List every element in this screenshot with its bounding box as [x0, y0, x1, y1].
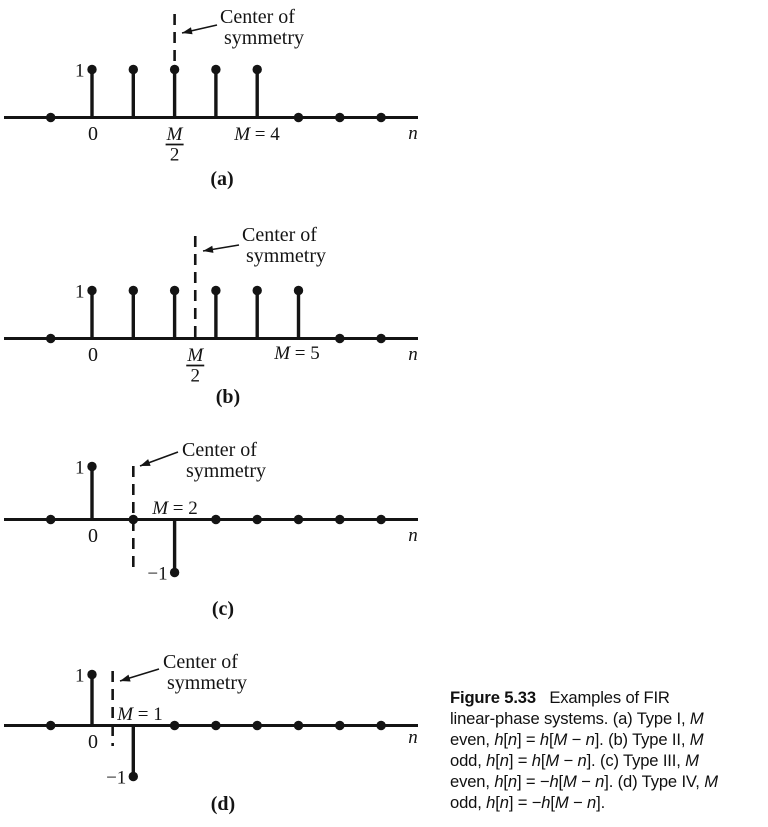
sample-dot [335, 112, 345, 123]
center-of-symmetry-label-line2: symmetry [246, 245, 326, 267]
sample-dot [46, 112, 56, 123]
sample-dot [335, 514, 345, 525]
origin-zero-label: 0 [88, 731, 98, 753]
sample-dot [376, 514, 386, 525]
amplitude-minus-one-label: −1 [147, 564, 167, 585]
sample-dot [128, 514, 138, 525]
sample-dot [293, 514, 304, 525]
center-of-symmetry-label-line2: symmetry [186, 460, 266, 482]
panel-label: (c) [212, 598, 234, 620]
sample-dot [128, 64, 138, 75]
sample-dot [335, 333, 345, 344]
caption-line-6: odd, h[n] = −h[M − n]. [450, 792, 606, 812]
amplitude-one-label: 1 [75, 282, 85, 303]
sample-dot [376, 112, 386, 123]
caption-line-5: even, h[n] = −h[M − n]. (d) Type IV, M [450, 771, 718, 791]
sample-dot [335, 720, 345, 731]
sample-dot [87, 669, 97, 680]
center-of-symmetry-label-line2: symmetry [224, 27, 304, 49]
sample-dot [211, 514, 221, 525]
origin-zero-label: 0 [88, 525, 98, 547]
center-of-symmetry-label-line2: symmetry [167, 672, 247, 694]
amplitude-one-label: 1 [75, 458, 85, 479]
caption-line-4: odd, h[n] = h[M − n]. (c) Type III, M [450, 750, 699, 770]
sample-dot [376, 333, 386, 344]
sample-dot [128, 771, 138, 782]
sample-dot [211, 285, 221, 296]
center-of-symmetry-label-line1: Center of [220, 6, 295, 28]
m-value-label: M = 4 [233, 124, 280, 145]
origin-zero-label: 0 [88, 344, 98, 366]
center-of-symmetry-arrow-head [140, 459, 151, 466]
amplitude-one-label: 1 [75, 666, 85, 687]
axis-label-n: n [408, 525, 418, 546]
sample-dot [293, 285, 304, 296]
center-of-symmetry-arrow-head [182, 27, 193, 35]
sample-dot [169, 567, 180, 578]
origin-zero-label: 0 [88, 123, 98, 145]
sample-dot [169, 720, 180, 731]
center-of-symmetry-label-line1: Center of [163, 651, 238, 673]
amplitude-one-label: 1 [75, 61, 85, 82]
center-of-symmetry-label-line1: Center of [242, 224, 317, 246]
m-value-label: M = 5 [273, 343, 320, 364]
sample-dot [376, 720, 386, 731]
caption-line-2: linear-phase systems. (a) Type I, M [450, 708, 704, 728]
m-value-label: M = 2 [151, 498, 198, 519]
sample-dot [169, 64, 180, 75]
center-of-symmetry-arrow-head [203, 245, 214, 253]
sample-dot [46, 720, 56, 731]
m-over-2-denominator: 2 [191, 366, 201, 387]
sample-dot [87, 64, 97, 75]
axis-label-n: n [408, 123, 418, 144]
sample-dot [293, 720, 304, 731]
caption-line-3: even, h[n] = h[M − n]. (b) Type II, M [450, 729, 704, 749]
sample-dot [128, 285, 138, 296]
amplitude-minus-one-label: −1 [106, 768, 126, 789]
m-over-2-numerator: M [186, 345, 204, 366]
center-of-symmetry-arrow-head [120, 674, 131, 682]
sample-dot [169, 285, 180, 296]
sample-dot [46, 514, 56, 525]
axis-label-n: n [408, 727, 418, 748]
m-value-label: M = 1 [116, 704, 163, 725]
m-over-2-denominator: 2 [170, 145, 180, 166]
sample-dot [211, 720, 221, 731]
center-of-symmetry-label-line1: Center of [182, 439, 257, 461]
m-over-2-numerator: M [166, 124, 184, 145]
sample-dot [293, 112, 304, 123]
panel-label: (b) [216, 386, 240, 408]
sample-dot [46, 333, 56, 344]
axis-label-n: n [408, 344, 418, 365]
sample-dot [211, 64, 221, 75]
caption-line-1: Figure 5.33 Examples of FIR [450, 688, 670, 707]
sample-dot [252, 720, 262, 731]
sample-dot [87, 285, 97, 296]
sample-dot [252, 285, 262, 296]
panel-label: (d) [211, 793, 235, 815]
panel-label: (a) [210, 168, 233, 190]
sample-dot [252, 64, 262, 75]
sample-dot [252, 514, 262, 525]
sample-dot [87, 461, 97, 472]
